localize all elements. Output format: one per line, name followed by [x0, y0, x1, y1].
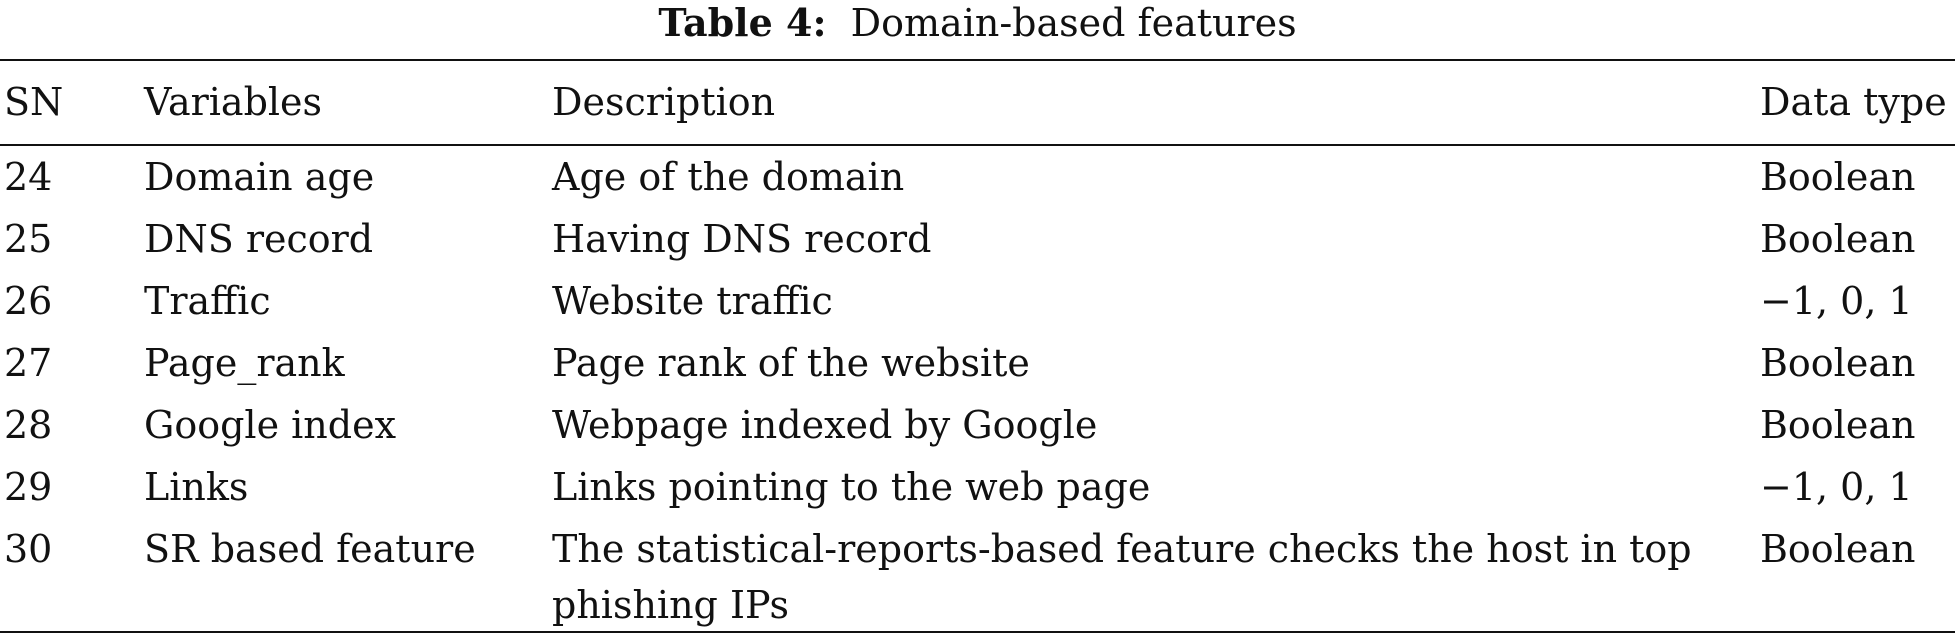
- table-caption-title: Domain-based features: [850, 1, 1297, 45]
- table-header-rule: [0, 144, 1955, 146]
- cell-sn: 29: [4, 465, 53, 509]
- table-caption-label: Table 4:: [658, 0, 827, 45]
- cell-description: Having DNS record: [552, 217, 932, 261]
- header-description: Description: [552, 80, 776, 124]
- cell-sn: 30: [4, 527, 53, 571]
- cell-variable: Page_rank: [144, 341, 345, 385]
- cell-sn: 26: [4, 279, 53, 323]
- cell-sn: 28: [4, 403, 53, 447]
- cell-variable: Google index: [144, 403, 397, 447]
- cell-description: Page rank of the website: [552, 341, 1030, 385]
- cell-sn: 27: [4, 341, 53, 385]
- cell-data-type: Boolean: [1760, 527, 1916, 571]
- cell-variable: SR based feature: [144, 527, 476, 571]
- table-top-rule: [0, 59, 1955, 61]
- cell-description: Website traffic: [552, 279, 833, 323]
- cell-variable: DNS record: [144, 217, 374, 261]
- header-variables: Variables: [144, 80, 323, 124]
- cell-sn: 25: [4, 217, 53, 261]
- cell-data-type: −1, 0, 1: [1760, 465, 1913, 509]
- table-caption: Table 4: Domain-based features: [0, 0, 1955, 48]
- cell-description: The statistical-reports-based feature ch…: [552, 527, 1692, 627]
- cell-variable: Traffic: [144, 279, 271, 323]
- cell-data-type: Boolean: [1760, 155, 1916, 199]
- header-data-type: Data type: [1760, 80, 1947, 124]
- cell-sn: 24: [4, 155, 53, 199]
- cell-data-type: −1, 0, 1: [1760, 279, 1913, 323]
- cell-description: Age of the domain: [552, 155, 905, 199]
- cell-variable: Links: [144, 465, 249, 509]
- cell-description: Webpage indexed by Google: [552, 403, 1098, 447]
- header-sn: SN: [4, 80, 64, 124]
- cell-data-type: Boolean: [1760, 217, 1916, 261]
- cell-description: Links pointing to the web page: [552, 465, 1151, 509]
- table-bottom-rule: [0, 631, 1955, 633]
- cell-data-type: Boolean: [1760, 341, 1916, 385]
- cell-variable: Domain age: [144, 155, 375, 199]
- cell-data-type: Boolean: [1760, 403, 1916, 447]
